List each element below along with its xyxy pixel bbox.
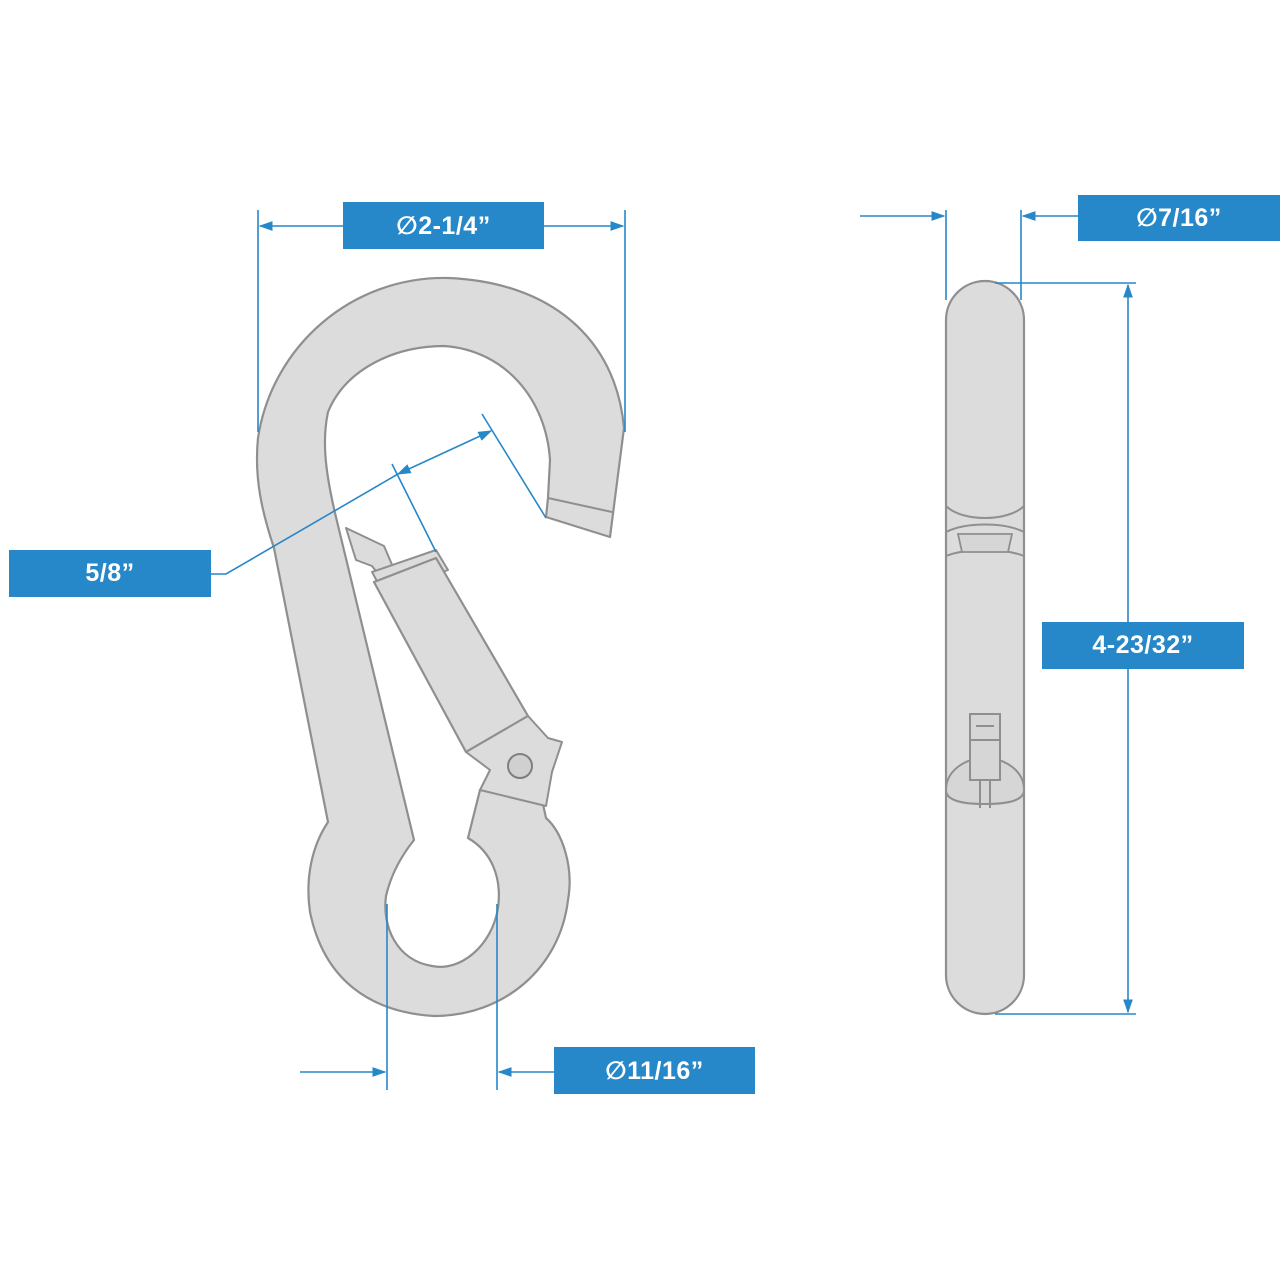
gate-dimension-arrow [396, 430, 493, 475]
gate-sleeve [372, 556, 530, 754]
side-gate-tip [956, 533, 1014, 553]
carabiner-body [255, 276, 626, 1018]
gate-opening-label: 5/8” [9, 550, 211, 597]
gate-extension-upper [481, 413, 547, 519]
gate-extension-lower [391, 463, 437, 553]
overall-width-label: ∅2-1/4” [343, 202, 544, 249]
dimension-lines [211, 210, 1136, 1090]
gate-rivet [507, 753, 533, 779]
carabiner-side-view [944, 279, 1026, 1016]
side-rivet-slot [970, 725, 1000, 808]
overall-length-label: 4-23/32” [1042, 622, 1244, 669]
hook-nose-edge [547, 497, 613, 513]
side-body [944, 279, 1026, 1016]
gate-leader [211, 473, 399, 575]
thickness-label: ∅7/16” [1078, 195, 1280, 241]
eye-diameter-label: ∅11/16” [554, 1047, 755, 1094]
side-rivet-stem [969, 713, 1001, 781]
carabiner-front-view [255, 276, 626, 1018]
spring-gate [345, 527, 563, 807]
